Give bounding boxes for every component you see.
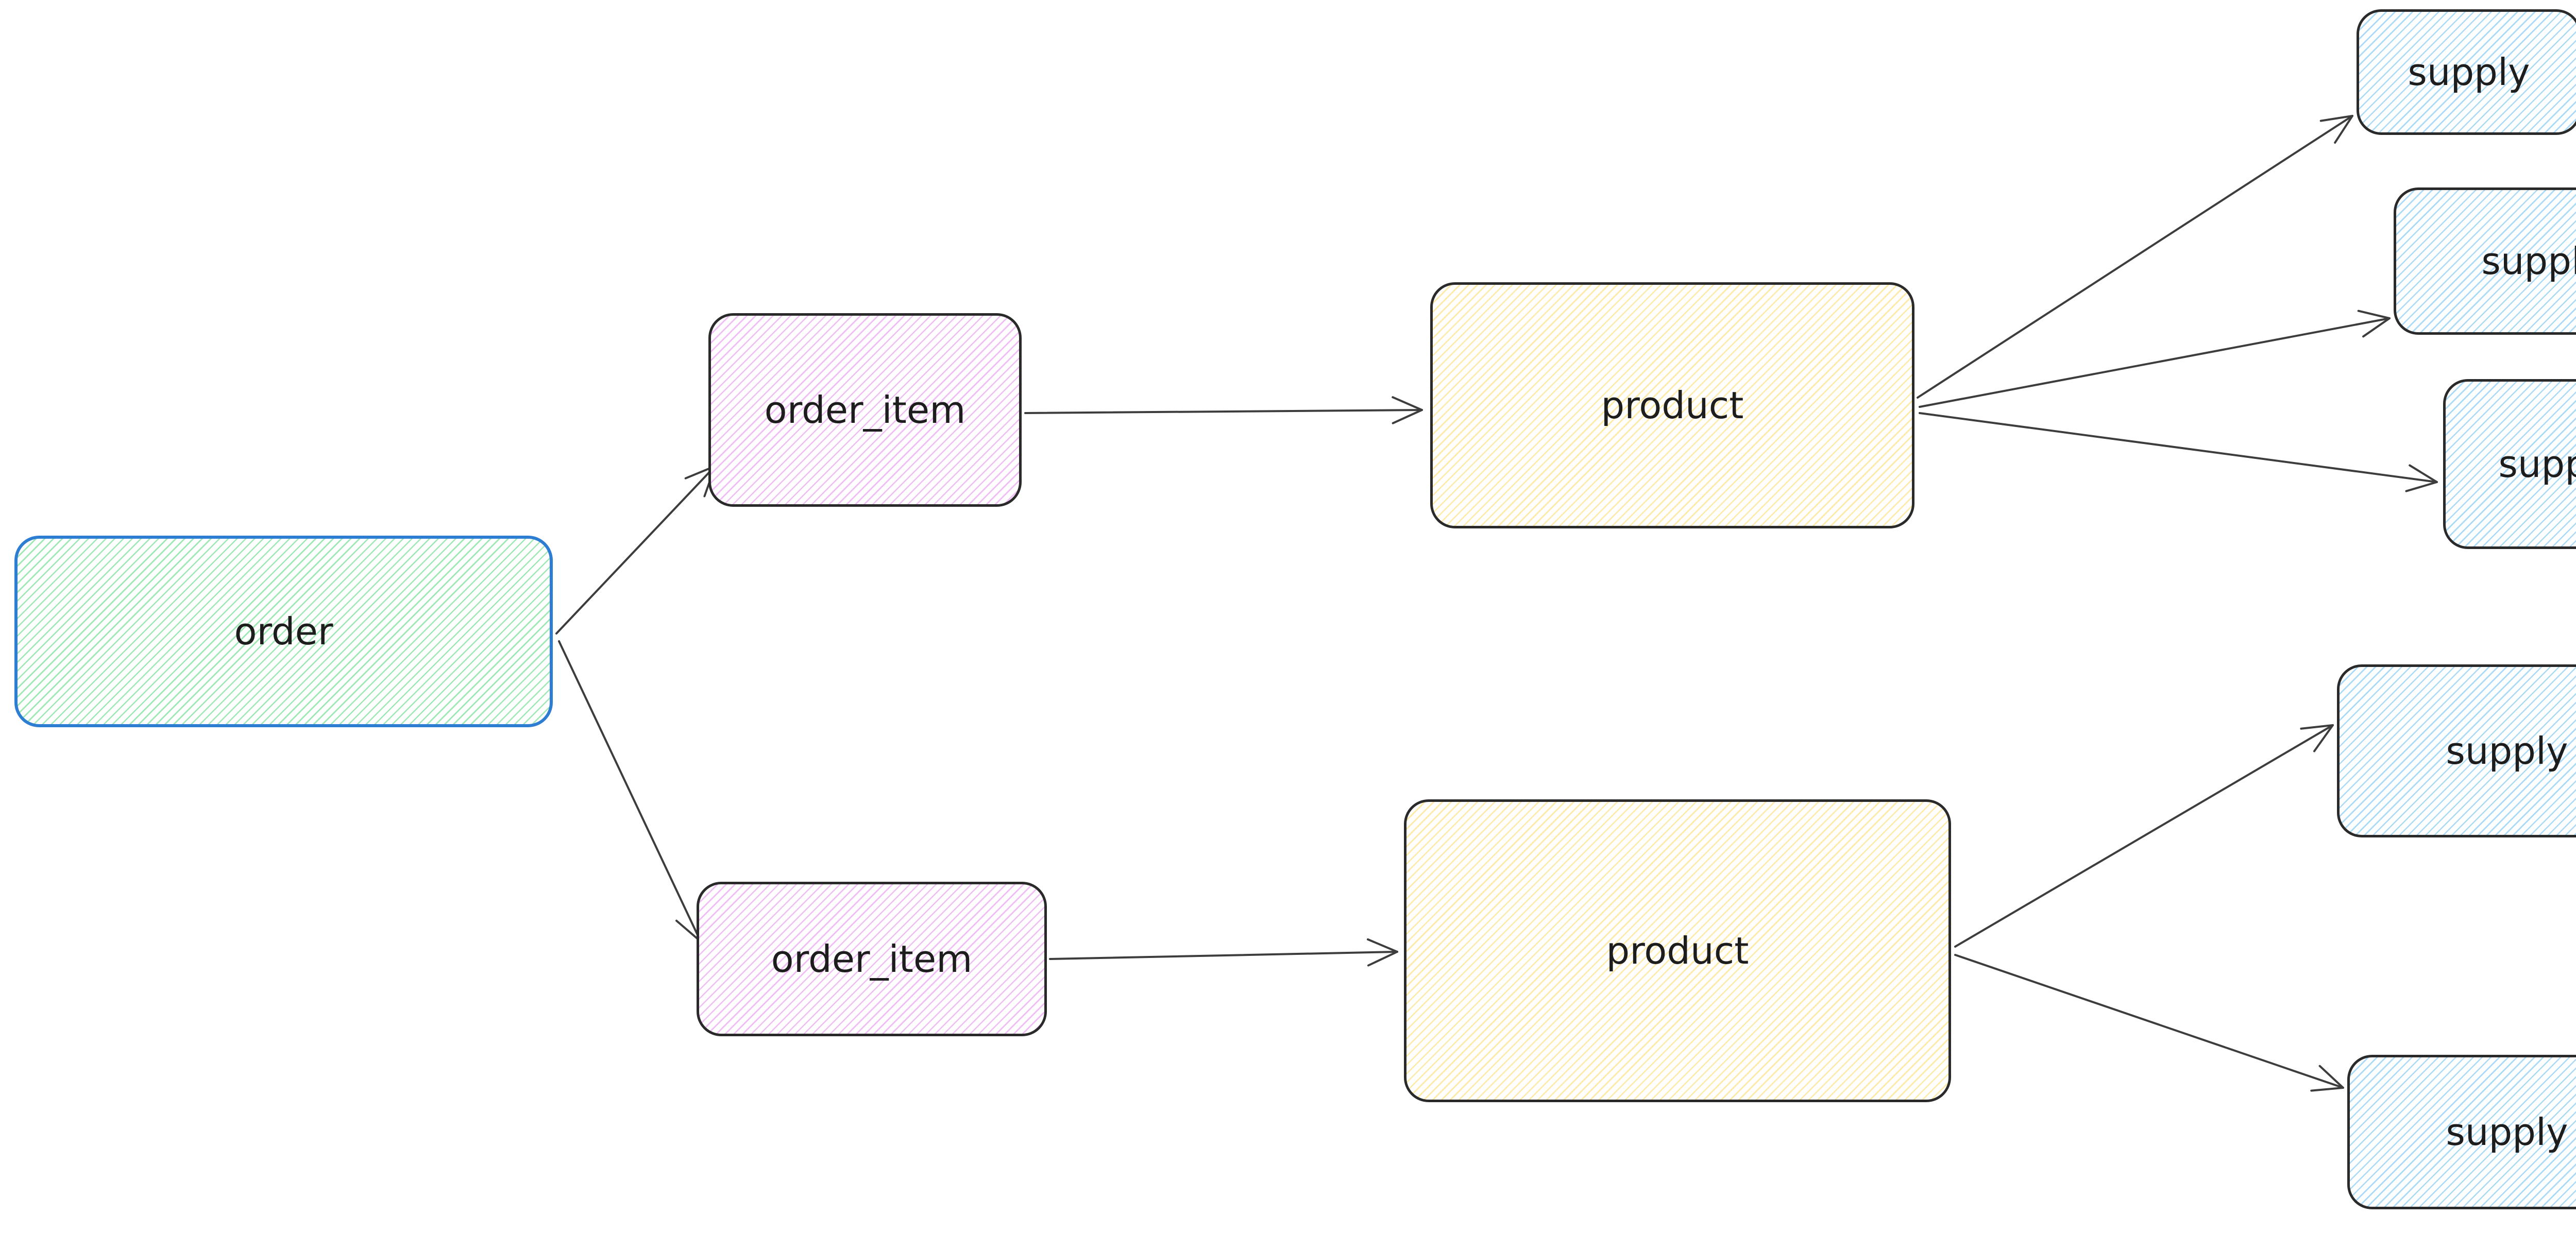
arrow-order-to-order-item-1[interactable] bbox=[555, 465, 716, 635]
node-order-item-1[interactable]: order_item bbox=[708, 313, 1022, 507]
arrow-product-1-to-supply-1[interactable] bbox=[1917, 115, 2353, 399]
node-order[interactable]: order bbox=[14, 536, 553, 727]
arrowhead bbox=[1366, 938, 1398, 967]
node-order-label: order bbox=[234, 610, 333, 653]
arrowhead bbox=[2357, 310, 2391, 338]
arrowhead bbox=[1392, 396, 1423, 424]
node-supply-1[interactable]: supply bbox=[2357, 9, 2576, 135]
arrowhead bbox=[2310, 1065, 2344, 1092]
arrowhead bbox=[2319, 115, 2353, 144]
arrow-product-1-to-supply-3[interactable] bbox=[1919, 412, 2438, 492]
arrow-order-to-order-item-2[interactable] bbox=[558, 640, 702, 943]
node-order-item-1-label: order_item bbox=[764, 388, 966, 432]
node-supply-2[interactable]: supply bbox=[2394, 187, 2576, 335]
node-supply-2-label: supply bbox=[2481, 239, 2576, 283]
node-product-2[interactable]: product bbox=[1404, 799, 1951, 1102]
node-supply-3-label: supply bbox=[2498, 442, 2576, 486]
arrowhead bbox=[2405, 464, 2438, 492]
node-product-2-label: product bbox=[1606, 929, 1749, 972]
node-supply-1-label: supply bbox=[2408, 50, 2530, 94]
arrow-product-1-to-supply-2[interactable] bbox=[1919, 310, 2391, 408]
node-supply-4-label: supply bbox=[2446, 729, 2568, 773]
node-supply-3[interactable]: supply bbox=[2443, 379, 2576, 549]
node-supply-5[interactable]: supply bbox=[2347, 1055, 2576, 1209]
arrow-order-item-1-to-product-1[interactable] bbox=[1024, 396, 1423, 424]
node-order-item-2[interactable]: order_item bbox=[697, 882, 1047, 1036]
node-order-item-2-label: order_item bbox=[771, 937, 973, 981]
node-product-1[interactable]: product bbox=[1430, 282, 1914, 528]
arrowhead bbox=[2300, 724, 2334, 752]
arrow-product-2-to-supply-5[interactable] bbox=[1954, 954, 2344, 1092]
arrow-order-item-2-to-product-2[interactable] bbox=[1049, 938, 1398, 967]
node-product-1-label: product bbox=[1601, 384, 1744, 427]
node-supply-4[interactable]: supply bbox=[2337, 664, 2576, 837]
arrow-product-2-to-supply-4[interactable] bbox=[1954, 724, 2334, 948]
node-supply-5-label: supply bbox=[2446, 1110, 2568, 1154]
